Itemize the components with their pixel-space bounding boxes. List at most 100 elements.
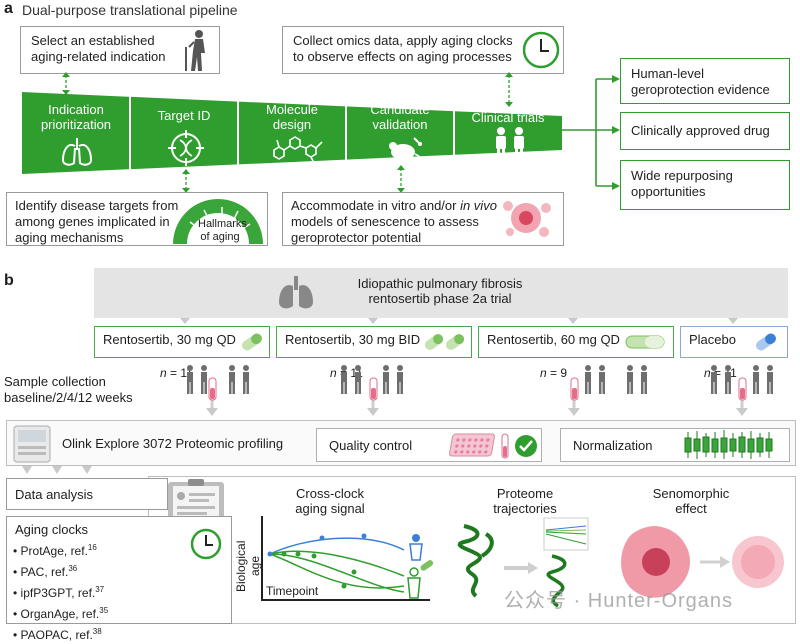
accommodate-line-1: Accommodate in vitro and/or in vivo [291,198,555,214]
clock-item-2-name: • PAC, ref. [13,565,69,579]
select-line-2: aging-related indication [31,49,166,64]
panel-a-letter: a [4,0,13,17]
panel-a-connectors [62,72,620,193]
timepoint-label: Timepoint [266,584,319,598]
clock-item-4: • OrganAge, ref.35 [13,602,108,623]
trial-banner [94,268,788,318]
clock-item-4-name: • OrganAge, ref. [13,607,100,621]
stage-4-line-2: validation [372,117,428,132]
panel-b-letter: b [4,272,14,289]
trial-title: Idiopathic pulmonary fibrosis rentoserti… [330,276,550,306]
proteome-line-1: Proteome [496,486,554,501]
outcome-geroprotection-evidence: Human-level geroprotection evidence [620,58,790,104]
accommodate-line-2: models of senescence to assess [291,214,479,229]
aging-clock-icon [190,528,222,560]
stage-clinical-trials: Clinical trials [454,110,562,125]
arm-4-label: Placebo [689,332,736,347]
large-pill-icon [625,335,665,349]
collect-line-1: Collect omics data, apply aging clocks [293,33,513,48]
data-analysis-label: Data analysis [15,487,94,502]
elderly-person-icon [185,30,205,71]
accommodate-line-3: geroprotector potential [291,230,422,245]
arm-2-label: Rentosertib, 30 mg BID [285,332,421,347]
sample-line-2: baseline/2/4/12 weeks [4,390,133,405]
stage-2-line-1: Target ID [157,108,211,123]
stage-3-line-2: design [272,117,312,132]
panel-a-title: Dual-purpose translational pipeline [22,2,238,18]
pill-icon [242,333,262,351]
lungs-icon [61,138,93,166]
collect-line-2: to observe effects on aging processes [293,49,512,64]
olink-label: Olink Explore 3072 Proteomic profiling [62,436,284,451]
stage-indication-prioritization: Indication prioritization [22,102,130,132]
cross-clock-line-2: aging signal [295,501,365,516]
clock-item-5: • PAOPAC, ref.38 [13,623,108,644]
person-figures [407,534,434,599]
senomorphic-line-2: effect [675,501,707,516]
clock-item-3-ref: 37 [95,585,105,594]
two-pills-icon [424,334,465,350]
clock-item-2-ref: 36 [68,564,78,573]
clock-item-5-name: • PAOPAC, ref. [13,628,93,642]
accommodate-box: Accommodate in vitro and/or in vivo mode… [282,192,564,246]
proteome-title: Proteome trajectories [470,486,580,516]
aging-clocks-box: Aging clocks • ProtAge, ref.16 • PAC, re… [6,516,232,642]
sample-collection-label: Sample collection baseline/2/4/12 weeks [4,374,133,406]
select-line-1: Select an established [31,33,155,48]
outcome-1-line-1: Human-level [631,66,704,81]
accommodate-line-1-italic: in vivo [460,198,497,213]
outcome-1-line-2: geroprotection evidence [631,82,770,97]
arm-60mg-qd: Rentosertib, 60 mg QD [478,326,674,358]
outcome-repurposing: Wide repurposing opportunities [620,160,790,210]
n-symbol-3: n [540,366,547,380]
outcome-3-line-2: opportunities [631,184,706,199]
select-indication-box: Select an established aging-related indi… [20,26,220,74]
hallmarks-line-2: of aging [200,231,240,243]
quality-control-label: Quality control [329,438,413,453]
normalization-boxplot-icon [684,430,773,459]
stage-1-line-1: Indication [48,102,104,117]
senescent-cells-icon [503,201,551,237]
clock-item-1-ref: 16 [87,543,97,552]
proteome-trajectories-graphic [458,517,589,608]
identify-line-1: Identify disease targets from [15,198,179,213]
stage-4-line-1: Candidate [370,102,430,117]
stage-candidate-validation: Candidate validation [346,102,454,132]
clock-item-1: • ProtAge, ref.16 [13,539,108,560]
n-value-3: = 9 [550,366,568,380]
outcome-approved-drug: Clinically approved drug [620,112,790,150]
patients-group-3 [585,365,647,394]
patients-group-2 [341,365,403,394]
stage-3-line-1: Molecule [265,102,319,117]
stage-5-line-1: Clinical trials [471,110,545,125]
n-symbol-2: n [330,366,337,380]
senomorphic-line-1: Senomorphic [652,486,730,501]
clock-item-4-ref: 35 [99,606,109,615]
patients-group-1 [187,365,249,394]
clock-item-1-name: • ProtAge, ref. [13,544,88,558]
qc-plate-check-icon [449,433,537,459]
pipeline-band [22,92,562,174]
aging-clocks-title: Aging clocks [15,522,88,537]
trial-title-line-2: rentosertib phase 2a trial [368,291,512,306]
clock-item-3: • ipfP3GPT, ref.37 [13,581,108,602]
n-arm-3: n = 9 [540,366,567,380]
senomorphic-graphic [621,526,784,598]
olink-instrument-icon [13,425,51,463]
sample-line-1: Sample collection [4,374,106,389]
senomorphic-title: Senomorphic effect [636,486,746,516]
arm-3-label: Rentosertib, 60 mg QD [487,332,620,347]
arm-1-label: Rentosertib, 30 mg QD [103,332,236,347]
identify-line-2: among genes implicated in [15,214,170,229]
arm-30mg-bid: Rentosertib, 30 mg BID [276,326,472,358]
accommodate-line-1-text: Accommodate in vitro and/or [291,198,461,213]
mouse-icon [389,137,425,160]
molecule-icon [273,136,323,164]
watermark-text: 公众号 · Hunter-Organs [504,590,734,612]
proteome-line-2: trajectories [493,501,557,516]
cross-clock-line-1: Cross-clock [296,486,364,501]
clock-item-5-ref: 38 [92,627,102,636]
n-symbol-4: n [704,366,711,380]
stage-1-line-2: prioritization [40,117,112,132]
cross-clock-title: Cross-clock aging signal [270,486,390,516]
